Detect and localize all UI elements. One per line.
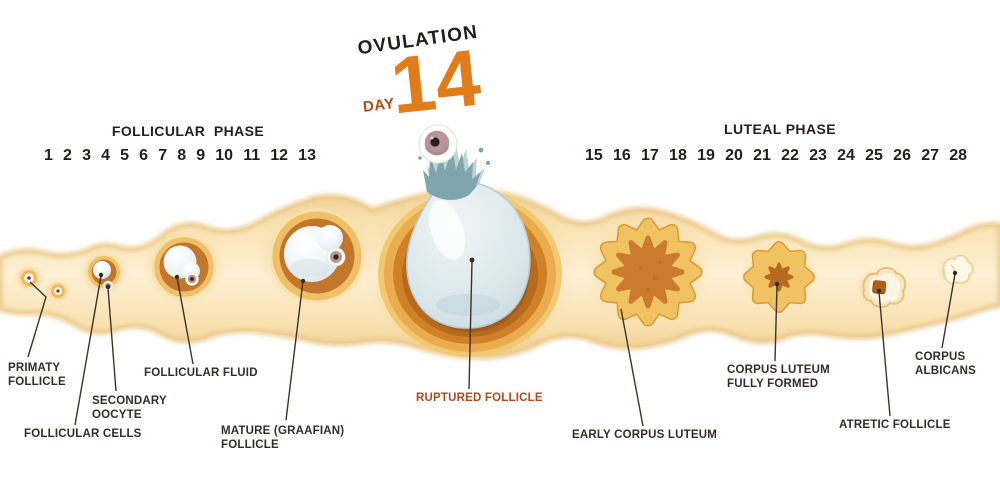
pointer-line-follicular-cells [74,275,102,426]
day-number: 12 [270,147,289,164]
day-number: 20 [725,147,743,164]
pointer-line-corpus-albicans [941,273,956,349]
label-mature-graafian-follicle: MATURE (GRAAFIAN) FOLLICLE [221,425,345,452]
pointer-line-corpus-luteum-fully-formed [774,284,778,362]
atretic-follicle [854,266,907,309]
day-number: 4 [101,147,110,164]
pointer-lines [27,260,956,427]
pointer-dots [98,257,958,294]
day-number: 3 [82,147,91,164]
day-number: 24 [837,147,855,164]
day-number: 5 [120,147,130,164]
follicular-phase-title: FOLLICULAR PHASE [111,123,265,139]
day-number: 9 [196,147,206,164]
day-number: 1 [44,147,53,164]
day-number: 19 [697,147,715,164]
luteal-phase-title: LUTEAL PHASE [724,121,836,137]
day-number: 28 [949,147,967,164]
primary-follicle [78,249,130,295]
day-number: 15 [585,147,603,164]
pointer-line-ruptured-follicle [468,260,473,390]
day-number: 25 [865,147,883,164]
day-number: 27 [921,147,939,164]
ovulation-splash [418,143,490,201]
label-ruptured-follicle: RUPTURED FOLLICLE [416,392,543,404]
label-follicular-fluid: FOLLICULAR FLUID [144,367,258,379]
primordial-follicle-b [44,279,72,303]
corpus-luteum-fully-formed [739,241,819,313]
primordial-follicle-a [13,264,45,292]
day-number: 8 [177,147,187,164]
label-follicular-cells: FOLLICULAR CELLS [24,428,142,440]
label-atretic-follicle: ATRETIC FOLLICLE [839,419,951,431]
label-primaty-follicle: PRIMATY FOLLICLE [8,362,66,389]
pointer-line-mature-follicle [285,280,304,421]
day-number: 13 [298,147,316,164]
early-corpus-luteum [584,216,712,328]
released-ovum [418,124,458,164]
day-number: 7 [158,147,168,164]
day-number: 11 [243,147,261,164]
secondary-follicle [142,229,226,305]
day-number: 26 [893,147,911,164]
label-corpus-albicans: CORPUS ALBICANS [915,351,977,378]
pointer-line-secondary-oocyte [107,287,117,392]
day-number: 17 [641,147,659,164]
day-number: 18 [669,147,687,164]
label-early-corpus-luteum: EARLY CORPUS LUTEUM [572,429,718,441]
ruptured-follicle [362,124,578,364]
pointer-line-early-corpus-luteum [620,308,644,427]
pointer-line-atretic-follicle [878,291,891,417]
label-secondary-oocyte: SECONDARY OOCYTE [92,395,167,422]
day-number: 23 [809,147,827,164]
pointer-line-primaty-follicle [27,281,47,358]
day-number: 22 [781,147,799,164]
luteal-phase-days: 15 16 17 18 19 20 21 22 23 24 25 26 27 28 [585,147,967,165]
day-number: 16 [613,147,631,164]
label-corpus-luteum-fully-formed: CORPUS LUTEUM FULLY FORMED [727,364,830,391]
corpus-albicans [936,254,976,287]
day-number: 21 [753,147,771,164]
pointer-line-follicular-fluid [176,276,194,365]
day-number: 6 [139,147,149,164]
day-number: 2 [63,147,72,164]
day-number: 10 [215,147,234,164]
ovulation-day-number: 14 [386,32,485,131]
mature-graafian-follicle [257,203,377,309]
